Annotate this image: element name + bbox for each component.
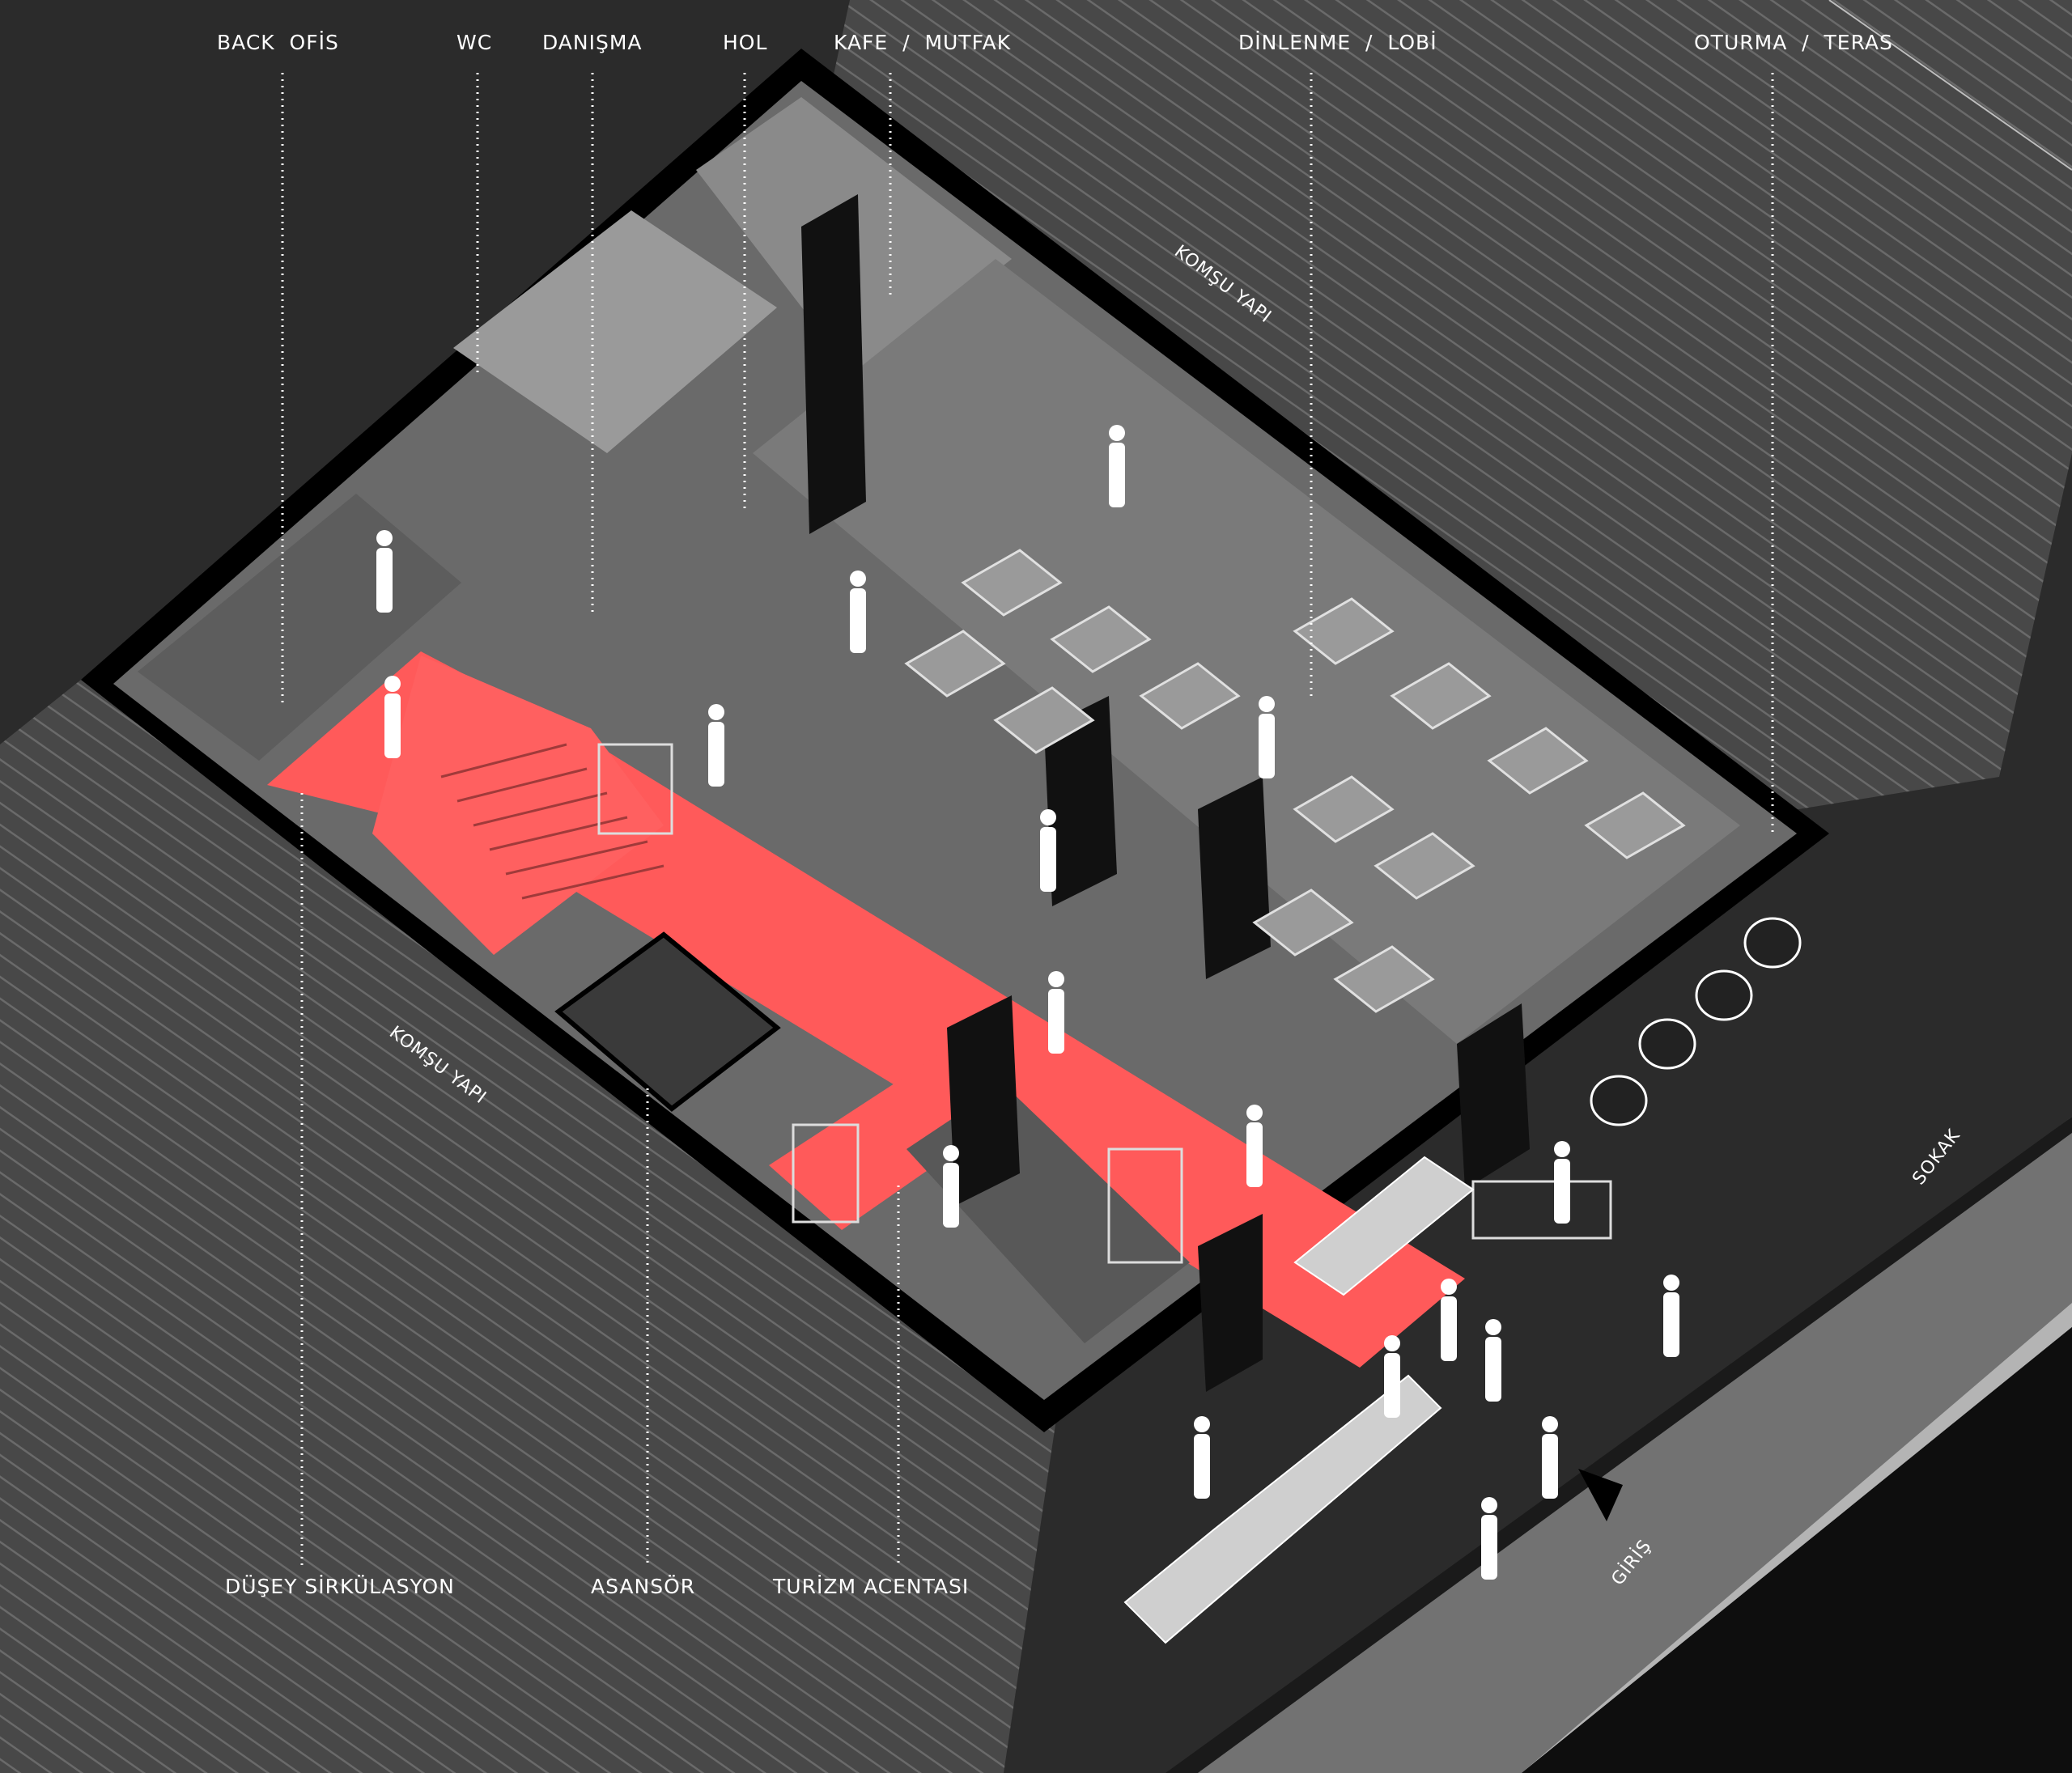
circulation-stair-red	[372, 655, 664, 955]
label-turizm-acentasi: TURİZM ACENTASI	[773, 1575, 970, 1598]
interior-walls	[801, 194, 1530, 1392]
label-dinlenme-lobi: DİNLENME / LOBİ	[1238, 31, 1437, 54]
terrace-tables	[1590, 917, 1802, 1126]
street-far-black	[1522, 1327, 2072, 1773]
label-back-ofis: BACK OFİS	[217, 31, 339, 54]
guide-line	[1828, 0, 2072, 171]
label-danisma: DANIŞMA	[542, 31, 643, 54]
label-oturma-teras: OTURMA / TERAS	[1694, 31, 1893, 54]
label-dusey-sirkulasyon: DÜŞEY SİRKÜLASYON	[225, 1575, 455, 1598]
lounge-area	[753, 259, 1740, 1044]
building-floor	[113, 81, 1797, 1400]
lounge-tables	[904, 549, 1686, 1013]
elevator-shaft	[554, 931, 781, 1112]
entrance-grilles	[1123, 1156, 1475, 1644]
neighbour-building-left-hatch	[0, 615, 1060, 1773]
label-hol: HOL	[723, 31, 768, 54]
label-wc: WC	[456, 31, 493, 54]
label-asansor: ASANSÖR	[591, 1575, 696, 1598]
stair	[440, 743, 664, 900]
leader-lines	[281, 73, 1774, 1566]
street-edge-dark	[1166, 1117, 2072, 1773]
lattice-screens	[597, 743, 1612, 1264]
people-figures	[376, 425, 1679, 1580]
neighbour-building-top-hatch	[809, 0, 2072, 817]
entrance-arrow-icon	[1578, 1469, 1623, 1521]
wc-area	[453, 210, 777, 453]
label-kafe-mutfak: KAFE / MUTFAK	[834, 31, 1012, 54]
